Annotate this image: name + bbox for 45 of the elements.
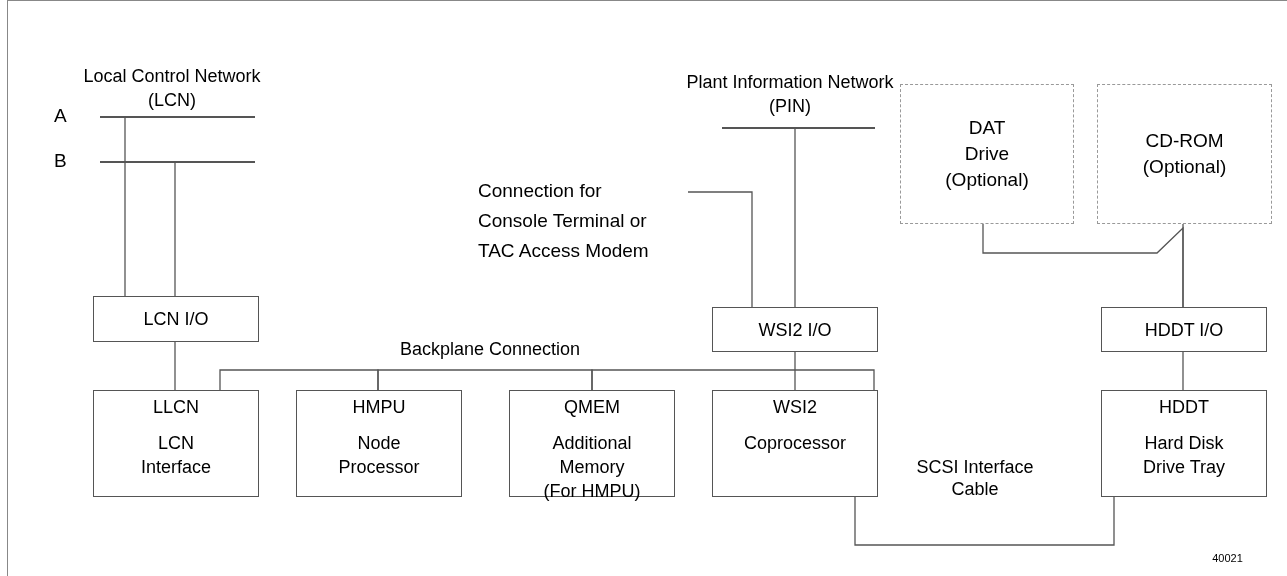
io-box — [1101, 307, 1267, 352]
module-box — [296, 390, 462, 497]
network-heading: Plant Information Network (PIN) — [685, 71, 895, 118]
module-name: WSI2 — [772, 396, 818, 419]
optional-device-box — [900, 84, 1074, 224]
bus-line — [722, 127, 875, 129]
box-text: Coprocessor — [743, 432, 848, 455]
connector-line — [687, 191, 753, 308]
connector-line — [377, 369, 593, 391]
connector-line — [794, 128, 796, 308]
box-text: Additional Memory (For HMPU) — [542, 432, 642, 503]
box-text: WSI2 I/O — [757, 318, 833, 342]
io-box — [712, 307, 878, 352]
connector-line — [174, 341, 176, 391]
connector-line — [174, 162, 176, 297]
module-name: LLCN — [152, 396, 200, 419]
module-name: HMPU — [351, 396, 407, 419]
connector-line — [219, 369, 379, 391]
box-text: Hard Disk Drive Tray — [1142, 432, 1226, 479]
network-heading: Local Control Network (LCN) — [82, 65, 262, 112]
bus-label: B — [54, 149, 67, 173]
connector-line — [794, 351, 796, 391]
bus-label: A — [54, 104, 67, 128]
figure-number: 40021 — [1211, 551, 1244, 566]
bus-line — [100, 161, 255, 163]
module-name: HDDT — [1158, 396, 1210, 419]
module-name: QMEM — [563, 396, 621, 419]
module-box — [1101, 390, 1267, 497]
box-text: LCN I/O — [142, 308, 210, 331]
module-box — [93, 390, 259, 497]
box-text: CD-ROM (Optional) — [1141, 129, 1228, 179]
box-text: LCN Interface — [139, 432, 212, 479]
connector-line — [1182, 351, 1184, 391]
connector-line — [1182, 223, 1184, 308]
box-text: Node Processor — [337, 432, 421, 479]
connector-line — [124, 117, 126, 297]
note-text: Connection for Console Terminal or TAC Access Modem — [478, 176, 688, 300]
box-text: DAT Drive (Optional) — [944, 116, 1030, 192]
optional-device-box — [1097, 84, 1272, 224]
bus-line — [100, 116, 255, 118]
io-box — [93, 296, 259, 342]
connector-line — [854, 496, 1115, 546]
box-text: HDDT I/O — [1143, 318, 1225, 342]
connector-line — [591, 369, 875, 391]
module-box — [712, 390, 878, 497]
